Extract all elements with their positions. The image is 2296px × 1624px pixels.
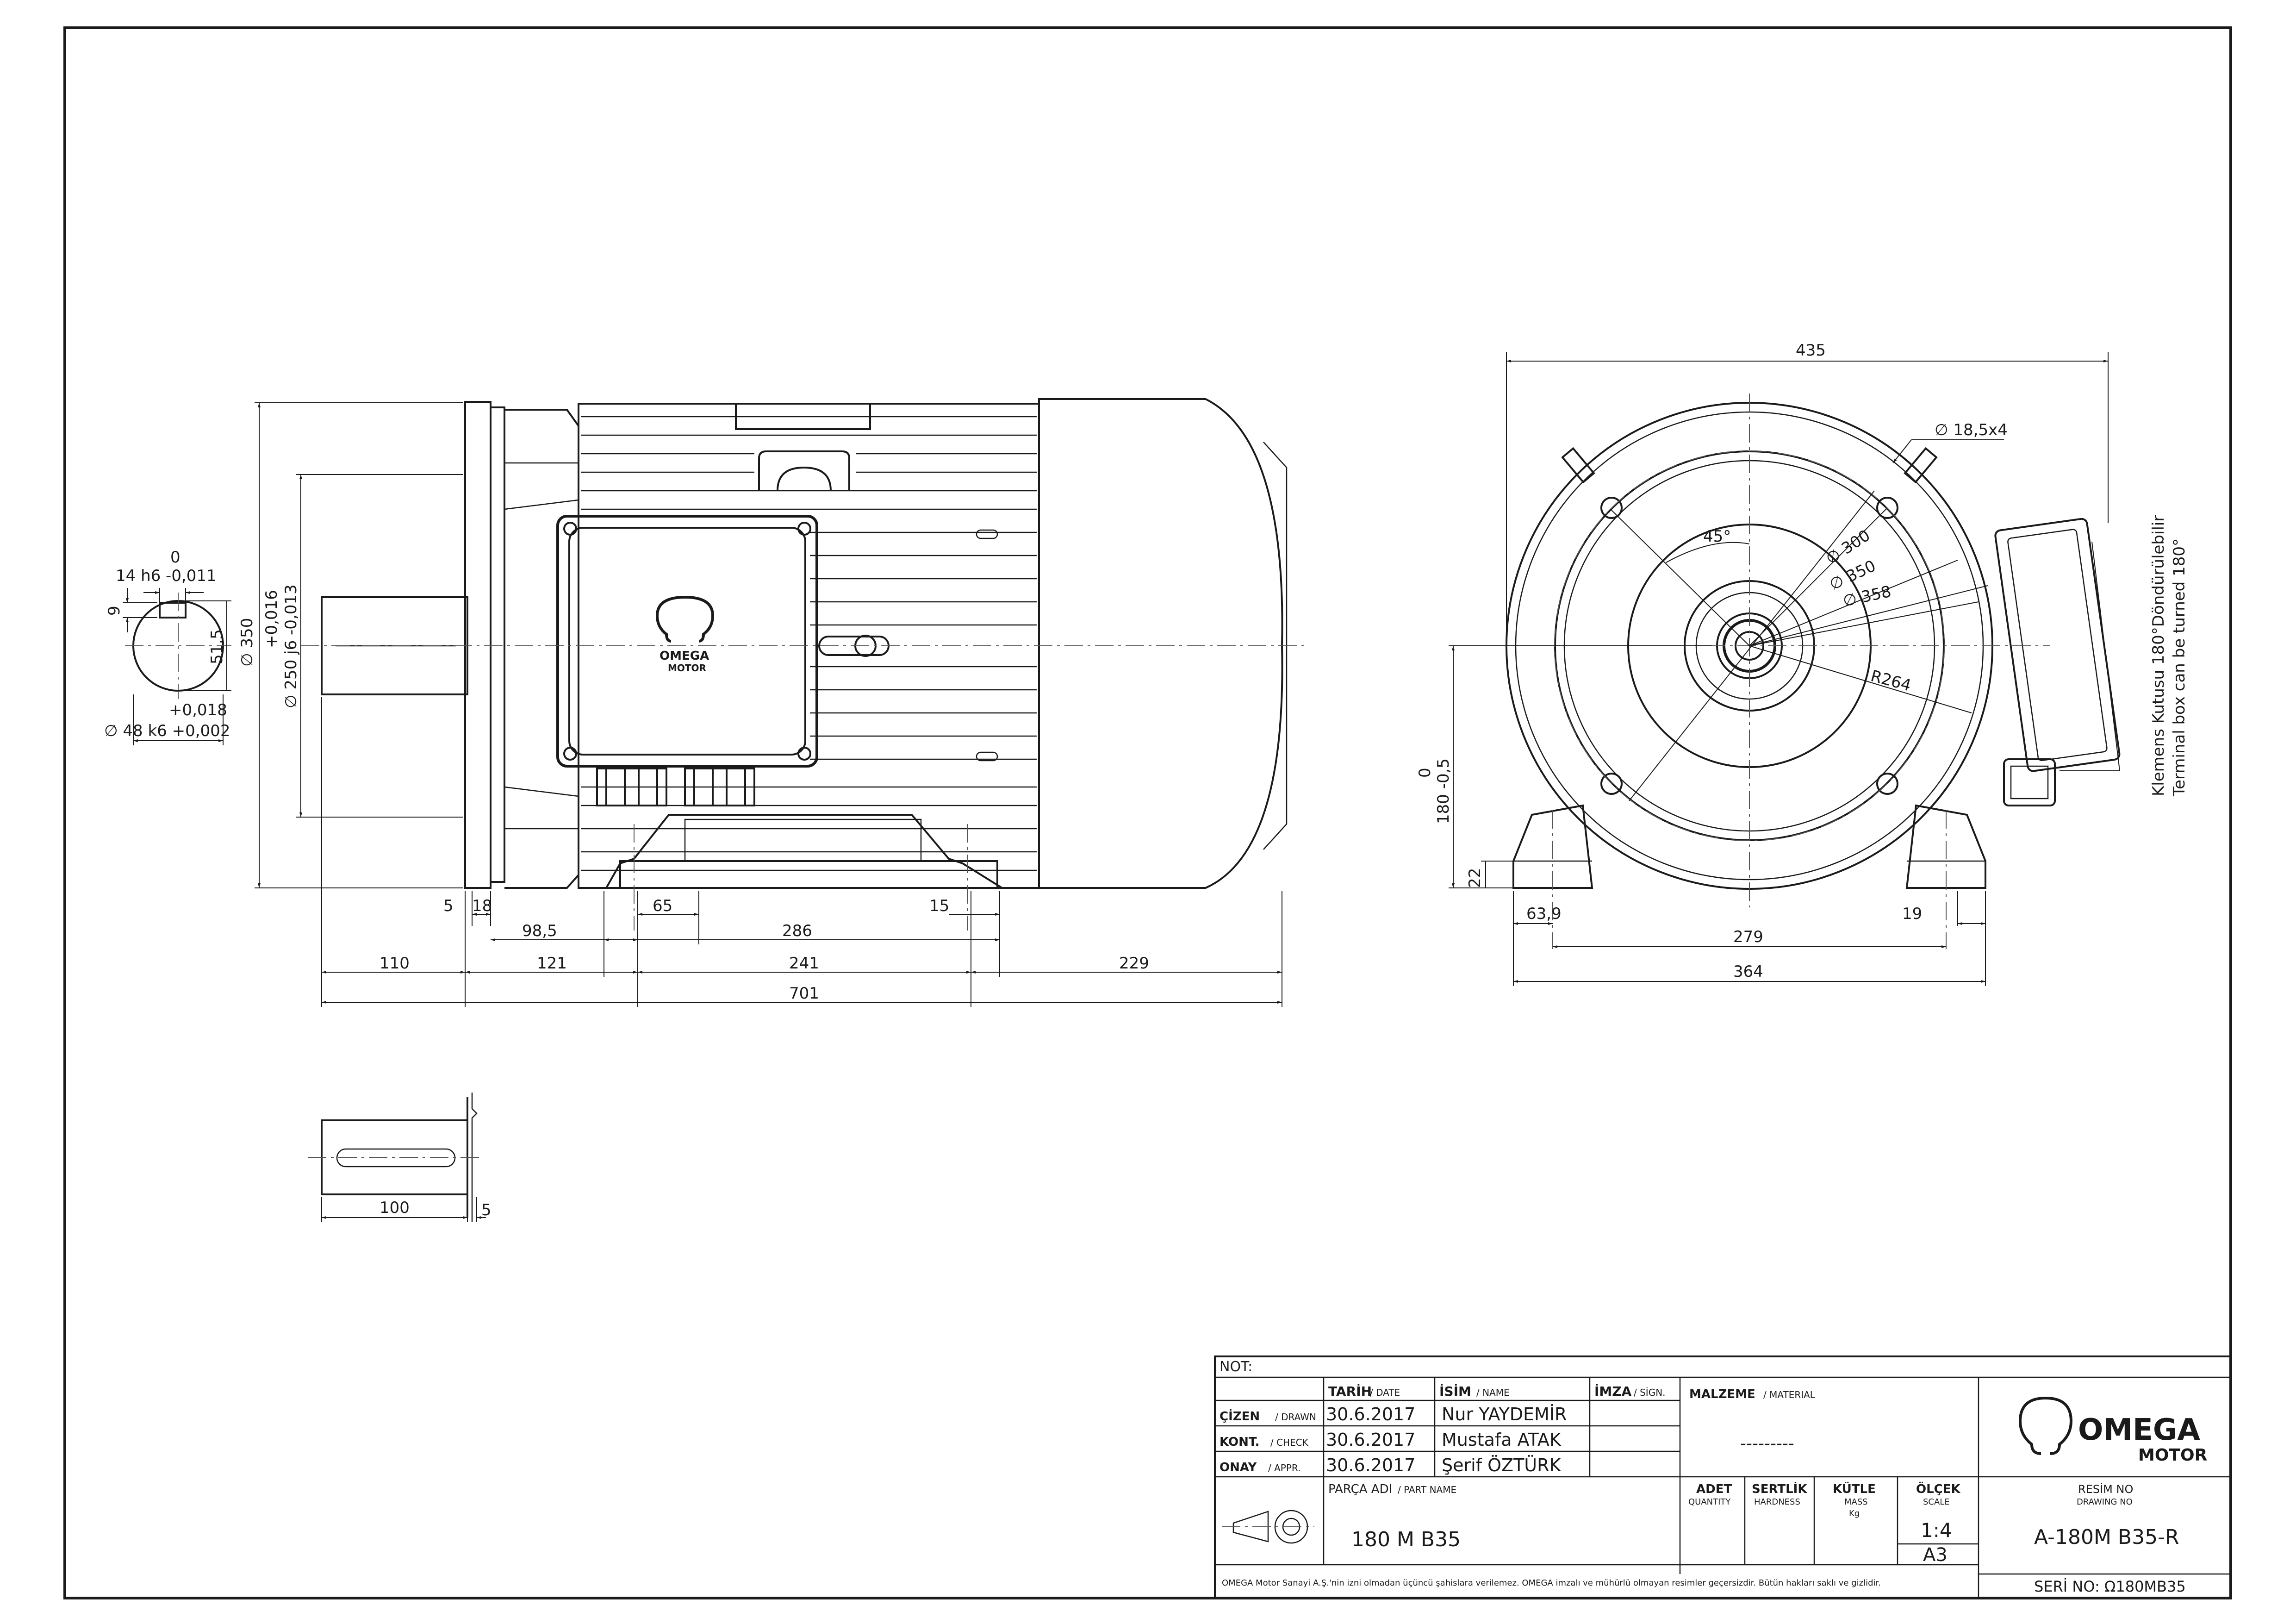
key-detail-view: 100 5 <box>308 1093 492 1222</box>
side-spigot-label: ∅ 250 j6 -0,013 <box>282 584 300 708</box>
check-date: 30.6.2017 <box>1326 1430 1415 1450</box>
appr-date: 30.6.2017 <box>1326 1455 1415 1475</box>
dim-18: 18 <box>472 897 492 915</box>
scale-value: 1:4 <box>1921 1519 1952 1542</box>
part-name-label: PARÇA ADI <box>1328 1482 1392 1496</box>
motor-side-view: OMEGA MOTOR ∅ 350 +0,016 ∅ 25 <box>238 398 1305 1007</box>
hardness-label: SERTLİK <box>1752 1481 1807 1496</box>
front-height: 180 -0,5 <box>1434 758 1453 824</box>
mass-label-en: MASS <box>1844 1497 1868 1507</box>
part-name-label-en: / PART NAME <box>1398 1484 1456 1495</box>
quantity-label: ADET <box>1696 1482 1732 1496</box>
terminal-box-logo-sub: MOTOR <box>668 662 706 674</box>
key-label: 14 h6 -0,011 <box>116 567 217 585</box>
logo-name: OMEGA <box>2078 1413 2200 1447</box>
terminal-box-logo: OMEGA MOTOR <box>655 595 715 674</box>
dim-98-5: 98,5 <box>522 922 557 940</box>
check-role: KONT. <box>1220 1435 1260 1449</box>
key-depth: 9 <box>105 606 124 616</box>
dim-15: 15 <box>929 897 949 915</box>
dim-5: 5 <box>443 897 454 915</box>
front-note-tr: Klemens Kutusu 180°Döndürülebilir <box>2149 515 2168 796</box>
front-height-upper: 0 <box>1416 768 1434 778</box>
appr-name: Şerif ÖZTÜRK <box>1442 1455 1562 1475</box>
projection-symbol <box>1222 1510 1314 1544</box>
sheet-size: A3 <box>1923 1544 1948 1566</box>
material-label-en: / MATERIAL <box>1763 1389 1816 1400</box>
side-flange-dia: ∅ 350 <box>238 618 256 667</box>
drawing-no-label: RESİM NO <box>2078 1482 2133 1496</box>
shaft-tol-upper: +0,018 <box>169 701 227 719</box>
key-detail-100: 100 <box>380 1199 410 1217</box>
key-tol-upper: 0 <box>170 548 180 567</box>
quantity-label-en: QUANTITY <box>1688 1497 1731 1507</box>
hardness-label-en: HARDNESS <box>1754 1497 1800 1507</box>
drawing-no: A-180M B35-R <box>2034 1525 2179 1549</box>
not-label: NOT: <box>1220 1359 1252 1375</box>
material-label: MALZEME <box>1689 1387 1755 1401</box>
date-header: TARİH <box>1328 1383 1372 1399</box>
key-detail-5: 5 <box>481 1201 492 1219</box>
dim-286: 286 <box>782 922 812 940</box>
shaft-label: ∅ 48 k6 +0,002 <box>104 722 230 740</box>
dim-701: 701 <box>789 984 819 1003</box>
sheet-border <box>63 26 2232 1599</box>
date-header-en: / DATE <box>1370 1387 1400 1398</box>
part-name: 180 M B35 <box>1351 1528 1461 1551</box>
appr-role-en: / APPR. <box>1268 1462 1300 1474</box>
drawing-no-label-en: DRAWING NO <box>2077 1497 2133 1507</box>
drawn-role-en: / DRAWN <box>1275 1412 1316 1423</box>
appr-role: ONAY <box>1220 1461 1257 1474</box>
omega-motor-logo: OMEGA MOTOR <box>2018 1396 2207 1465</box>
front-dim-364: 364 <box>1733 962 1763 981</box>
motor-front-view: 45° ∅ 300 ∅ 350 ∅ 358 R264 ∅ 18,5x4 435 … <box>1416 341 2189 986</box>
mass-unit: Kg <box>1849 1509 1860 1518</box>
scale-label-en: SCALE <box>1923 1497 1950 1507</box>
dim-110: 110 <box>380 954 410 973</box>
dim-65: 65 <box>653 897 672 915</box>
check-name: Mustafa ATAK <box>1442 1430 1562 1450</box>
front-dim-435: 435 <box>1796 341 1826 360</box>
front-dim-22: 22 <box>1466 868 1484 888</box>
front-dim-63-9: 63,9 <box>1526 905 1562 923</box>
dim-241: 241 <box>789 954 819 973</box>
name-header: İSİM <box>1439 1383 1471 1399</box>
title-block: NOT: TARİH / DATE İSİM / NAME İMZA / SİG… <box>1214 1355 2232 1599</box>
front-angle: 45° <box>1703 527 1731 546</box>
disclaimer: OMEGA Motor Sanayi A.Ş.'nin izni olmadan… <box>1222 1578 1881 1588</box>
check-role-en: / CHECK <box>1270 1437 1309 1448</box>
terminal-box-logo-text: OMEGA <box>660 649 709 663</box>
serial-no: SERİ NO: Ω180MB35 <box>2034 1578 2186 1595</box>
drawn-name: Nur YAYDEMİR <box>1442 1404 1567 1424</box>
front-dim-19: 19 <box>1902 905 1922 923</box>
side-spigot-tol: +0,016 <box>262 590 281 648</box>
mass-label: KÜTLE <box>1833 1481 1876 1496</box>
dim-121: 121 <box>537 954 567 973</box>
drawn-date: 30.6.2017 <box>1326 1404 1415 1424</box>
material-value: --------- <box>1740 1434 1794 1453</box>
front-dim-279: 279 <box>1733 928 1763 946</box>
name-header-en: / NAME <box>1476 1387 1510 1398</box>
drawn-role: ÇİZEN <box>1220 1409 1260 1424</box>
front-r264: R264 <box>1869 667 1913 695</box>
scale-label: ÖLÇEK <box>1916 1481 1961 1496</box>
dim-229: 229 <box>1119 954 1149 973</box>
front-note-en: Terminal box can be turned 180° <box>2170 538 2189 797</box>
key-height: 51,5 <box>208 629 226 664</box>
logo-sub: MOTOR <box>2138 1446 2207 1465</box>
shaft-section-view: 0 14 h6 -0,011 9 51,5 +0,018 ∅ 48 k6 +0,… <box>104 548 231 745</box>
sign-header: İMZA <box>1594 1383 1632 1399</box>
sign-header-en: / SİGN. <box>1634 1387 1666 1398</box>
front-holes: ∅ 18,5x4 <box>1935 421 2008 439</box>
